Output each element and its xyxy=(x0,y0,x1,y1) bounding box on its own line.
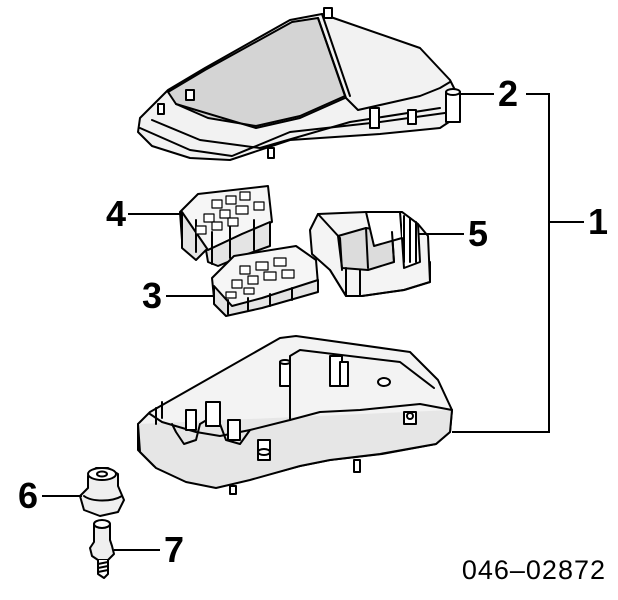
upper-cover xyxy=(137,7,461,161)
callout-part-4: 4 xyxy=(106,193,127,234)
fuse-holder-block xyxy=(309,211,431,297)
callout-part-2: 2 xyxy=(498,73,519,114)
bolt xyxy=(89,519,115,579)
lower-case xyxy=(137,335,453,495)
callout-part-1: 1 xyxy=(588,201,609,242)
callout-part-3: 3 xyxy=(142,275,163,316)
callout-part-7: 7 xyxy=(164,529,185,570)
figure-id: 046–02872 xyxy=(461,555,606,585)
leader-bracket-1 xyxy=(452,93,550,433)
leader-lines xyxy=(42,93,584,551)
relay-block-upper xyxy=(179,185,273,267)
callout-part-5: 5 xyxy=(468,213,489,254)
relay-block-lower xyxy=(211,245,319,317)
nut-grommet xyxy=(79,467,125,517)
callout-part-6: 6 xyxy=(18,475,39,516)
